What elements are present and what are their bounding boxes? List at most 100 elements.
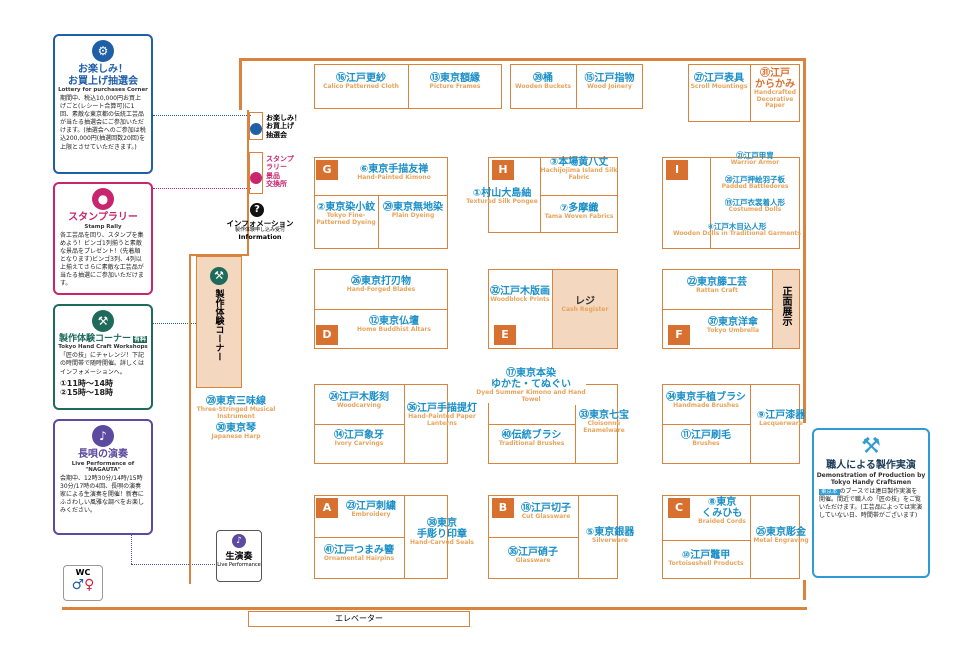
- stamp-icon: ●: [92, 188, 114, 210]
- stamp-marker-label: スタンプラリー景品交換所: [266, 155, 294, 189]
- zone-letter: D: [316, 325, 338, 345]
- stamp-rally-panel: ● スタンプラリー Stamp Rally 各工芸品を回り、スタンプを集めよう！…: [53, 182, 153, 295]
- lottery-marker-label: お楽しみ！お買上げ抽選会: [266, 114, 301, 139]
- zone-letter: I: [666, 160, 688, 180]
- music-note-icon: ♪: [232, 534, 246, 548]
- stamp-icon: [250, 172, 262, 184]
- zone-letter: C: [668, 498, 690, 518]
- right-wall-lower: [803, 580, 806, 600]
- zone-letter: A: [316, 498, 338, 518]
- workshop-body: 「匠の技」にチャレンジ！下記の時間帯で随時開催。詳しくはインフォメーションへ。: [60, 352, 145, 376]
- hammer-icon: ⚒: [92, 310, 114, 332]
- zone-letter: E: [494, 325, 516, 345]
- stamp-marker: [249, 152, 263, 194]
- zone-letter: H: [492, 160, 514, 180]
- demonstration-panel: ⚒ 職人による製作実演 Demonstration of Production …: [812, 428, 930, 578]
- wc-sign: WC ♂♀: [63, 565, 103, 601]
- hammer-icon: ⚒: [210, 267, 228, 285]
- nagauta-body: 会期中、12時30分/14時/15時30分/17時の4回、長唄の演奏家による生演…: [60, 474, 145, 514]
- front-display: [772, 270, 799, 348]
- lottery-marker: [249, 112, 263, 140]
- nagauta-sub: Live Performance of "NAGAUTA": [71, 460, 135, 473]
- information-desk: インフォメーション 製作体験申し込み受付 Information: [226, 219, 294, 241]
- workshop-area: ⚒ 製作体験コーナー: [196, 256, 242, 388]
- zone-letter: G: [316, 160, 338, 180]
- register-area: [552, 270, 617, 348]
- lottery-drum-icon: [250, 123, 262, 135]
- zone-letter: F: [668, 325, 690, 345]
- workshop-panel: ⚒ 製作体験コーナー有料 Tokyo Hand Craft Workshops …: [53, 304, 153, 410]
- nagauta-title: 長唄の演奏: [78, 449, 128, 460]
- lottery-sub: Lottery for purchases Corner: [58, 87, 148, 93]
- stamp-title: スタンプラリー: [68, 212, 138, 223]
- demo-body: 東京本のブースでは連日製作実演を開催。間近で職人の「匠の技」をご覧いただけます。…: [819, 487, 923, 520]
- lottery-title: お楽しみ！お買上げ抽選会: [68, 64, 138, 87]
- stamp-sub: Stamp Rally: [84, 223, 122, 230]
- elevator: エレベーター: [248, 611, 470, 627]
- top-wall: [239, 58, 806, 61]
- lottery-body: 期間中、税込10,000円お買上げごと(レシート合算可)に1回、素敵な東京都の伝…: [60, 95, 146, 151]
- right-wall: [803, 58, 806, 423]
- stamp-body: 各工芸品を回り、スタンプを集めよう！ビンゴ1列揃うと素敵な景品をプレゼント！(先…: [60, 231, 144, 288]
- zone-letter: B: [492, 498, 514, 518]
- workshop-sub: Tokyo Hand Craft Workshops: [58, 344, 148, 351]
- wc-label: WC: [75, 568, 91, 577]
- bottom-wall: [62, 607, 807, 610]
- workshop-title: 製作体験コーナー有料: [58, 334, 148, 344]
- restroom-icon: ♂♀: [71, 577, 95, 593]
- live-stage: ♪ 生演奏 Live Performance: [216, 530, 262, 582]
- lottery-drum-icon: ⚙: [92, 40, 114, 62]
- lottery-panel: ⚙ お楽しみ！お買上げ抽選会 Lottery for purchases Cor…: [53, 34, 153, 174]
- left-wall-upper: [239, 58, 242, 110]
- workshop-area-label: 製作体験コーナー: [213, 289, 224, 361]
- demo-title: 職人による製作実演: [826, 460, 916, 471]
- demo-en: Demonstration of Production by Tokyo Han…: [816, 471, 926, 486]
- info-icon: ?: [250, 203, 264, 217]
- music-note-icon: ♪: [92, 425, 114, 447]
- hammer-icon: ⚒: [861, 434, 881, 459]
- inner-left-wall: [189, 254, 191, 584]
